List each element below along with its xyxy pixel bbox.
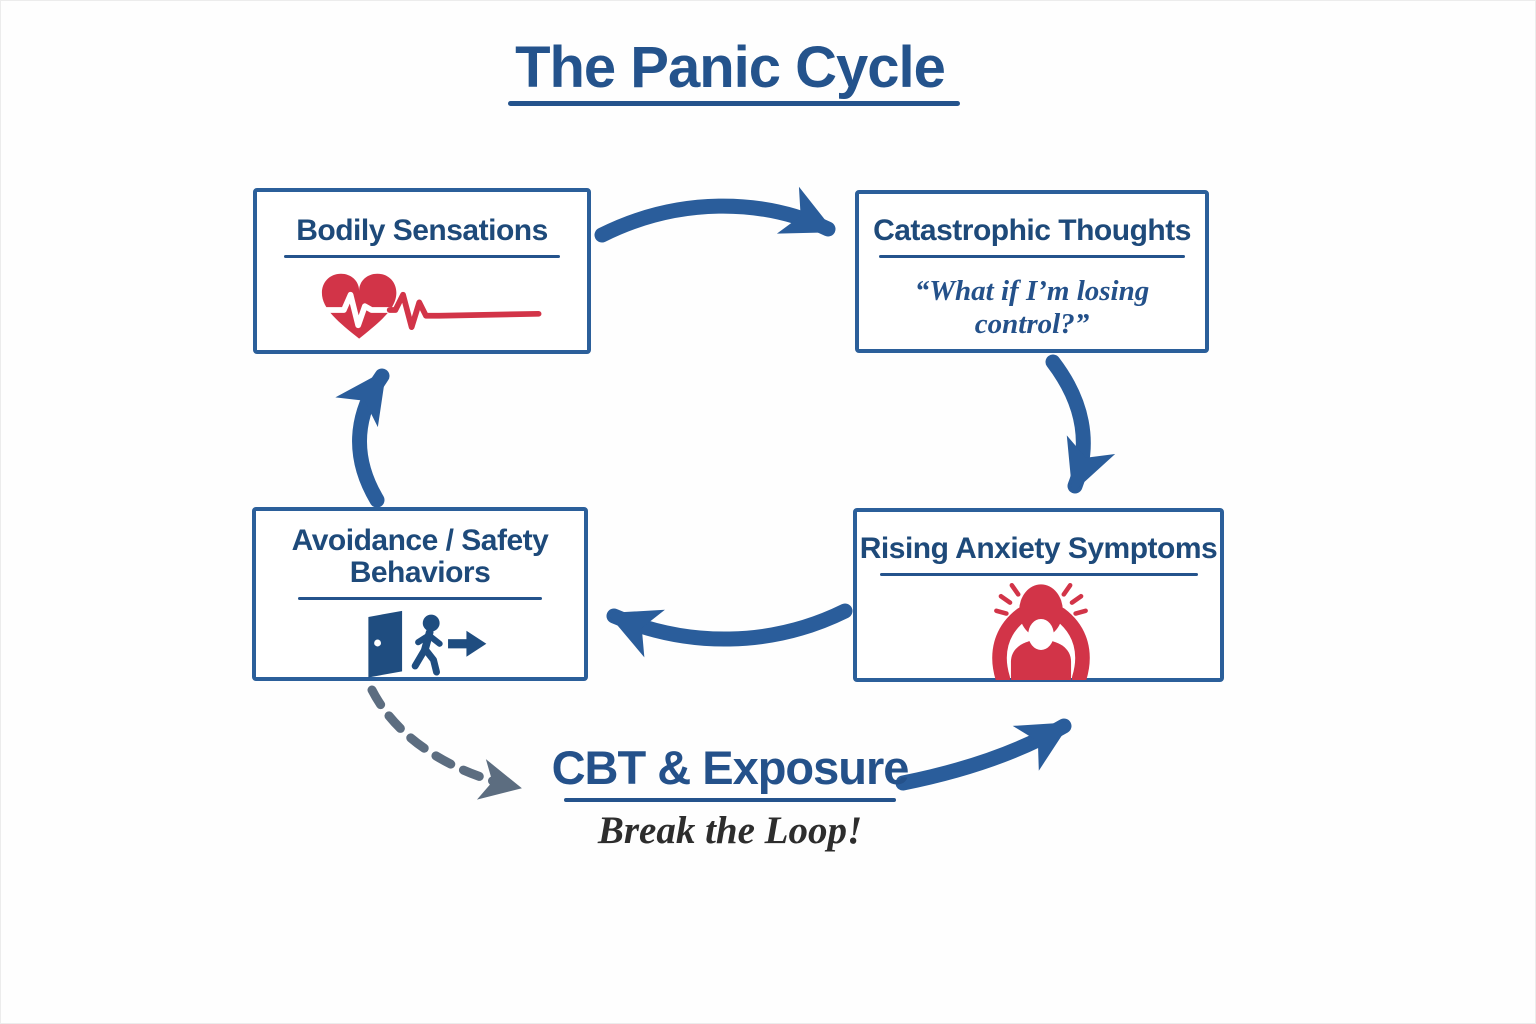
arrow-avoidance-to-cbt-dashed [367, 685, 522, 800]
intervention-block: CBT & Exposure Break the Loop! [530, 740, 930, 853]
heading-underline [879, 255, 1185, 258]
avoidance-label: Avoidance / Safety Behaviors [291, 524, 549, 590]
cbt-underline [564, 798, 896, 802]
bodily-sensations-label: Bodily Sensations [296, 214, 548, 247]
break-the-loop-label: Break the Loop! [597, 809, 863, 852]
heartbeat-ecg-icon [321, 273, 542, 339]
arrow-bodily-to-catastrophic [594, 186, 836, 243]
box-avoidance-safety-behaviors: Avoidance / Safety Behaviors [252, 507, 588, 681]
heading-underline [284, 255, 560, 258]
box-bodily-sensations: Bodily Sensations [253, 188, 591, 354]
exit-door-icon [368, 610, 487, 678]
catastrophic-thought-quote: “What if I’m losing control?” [914, 275, 1150, 340]
arrow-catastrophic-to-anxiety [1045, 354, 1116, 494]
arrow-anxiety-to-avoidance [606, 603, 853, 658]
title-underline [508, 101, 960, 106]
catastrophic-thoughts-label: Catastrophic Thoughts [873, 214, 1191, 247]
anxious-person-icon [992, 583, 1090, 680]
heading-underline [298, 596, 542, 600]
box-rising-anxiety-symptoms: Rising Anxiety Symptoms [853, 508, 1224, 682]
rising-anxiety-label: Rising Anxiety Symptoms [859, 532, 1218, 565]
cbt-exposure-label: CBT & Exposure [551, 741, 910, 794]
box-catastrophic-thoughts: Catastrophic Thoughts “What if I’m losin… [855, 190, 1209, 353]
arrow-avoidance-to-bodily [335, 368, 390, 508]
page-title: The Panic Cycle [515, 35, 946, 100]
heading-underline [879, 573, 1198, 576]
